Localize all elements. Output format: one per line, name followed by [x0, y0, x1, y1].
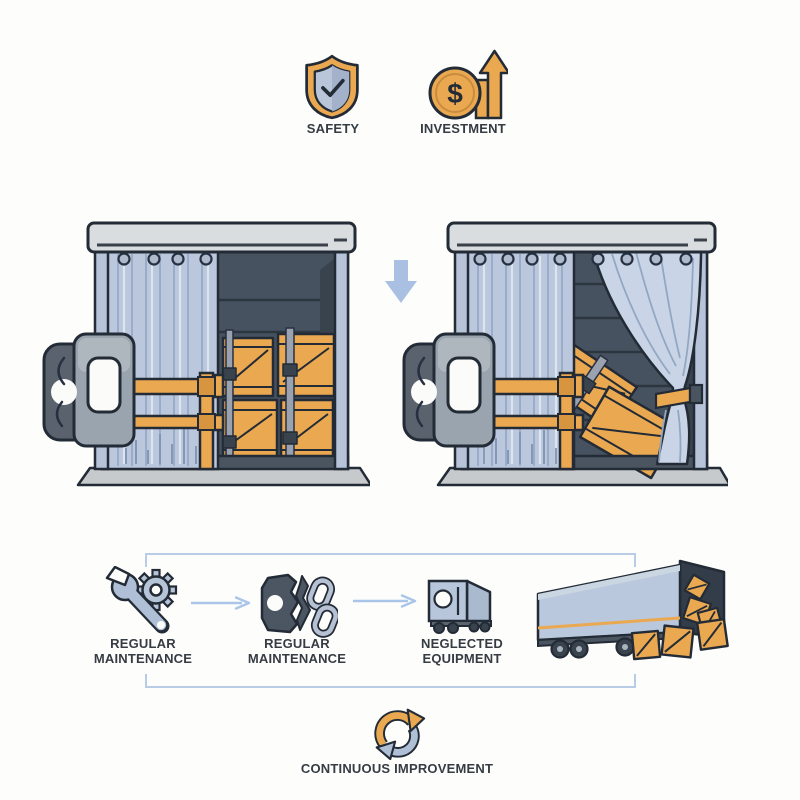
- safety-label: SAFETY: [306, 121, 360, 136]
- investment-label: INVESTMENT: [420, 121, 506, 136]
- flow-step-label: REGULAR MAINTENANCE: [247, 636, 347, 666]
- container-base: [76, 466, 370, 487]
- box-truck-icon: [427, 579, 492, 634]
- flow-arrow-icon: [191, 596, 251, 610]
- flow-step-label: NEGLECTED EQUIPMENT: [421, 636, 503, 666]
- container-base: [436, 466, 728, 487]
- top-rail: [446, 221, 717, 254]
- flow-arrow-icon: [353, 594, 417, 608]
- shield-check-icon: [305, 54, 359, 120]
- continuous-cycle-icon: [374, 708, 426, 760]
- broken-buckle-chain-icon: [260, 573, 338, 638]
- wrench-gear-icon: [105, 566, 178, 634]
- pulled-curtain-drape: [588, 246, 704, 466]
- continuous-improvement-label: CONTINUOUS IMPROVEMENT: [300, 761, 494, 776]
- curtain-snaps: [117, 252, 213, 266]
- spilled-crates: [630, 617, 729, 661]
- truck-spilling-crates-icon: [536, 559, 729, 661]
- top-rail: [86, 221, 357, 254]
- down-arrow-icon: [385, 260, 417, 303]
- tension-bars: [488, 371, 585, 471]
- secured-container-illustration: [42, 221, 370, 487]
- flow-bracket-top: [145, 553, 636, 567]
- tension-bars: [128, 371, 225, 471]
- buckle-latch: [42, 332, 136, 448]
- flow-step-label: REGULAR MAINTENANCE: [93, 636, 193, 666]
- dollar-symbol: $: [447, 78, 463, 109]
- buckle-latch: [402, 332, 496, 448]
- right-post: [333, 246, 350, 471]
- flow-bracket-bottom: [145, 674, 636, 688]
- unsecured-container-illustration: [402, 221, 728, 487]
- stacked-crates: [221, 327, 336, 465]
- coin-growth-arrow-icon: $: [428, 49, 508, 120]
